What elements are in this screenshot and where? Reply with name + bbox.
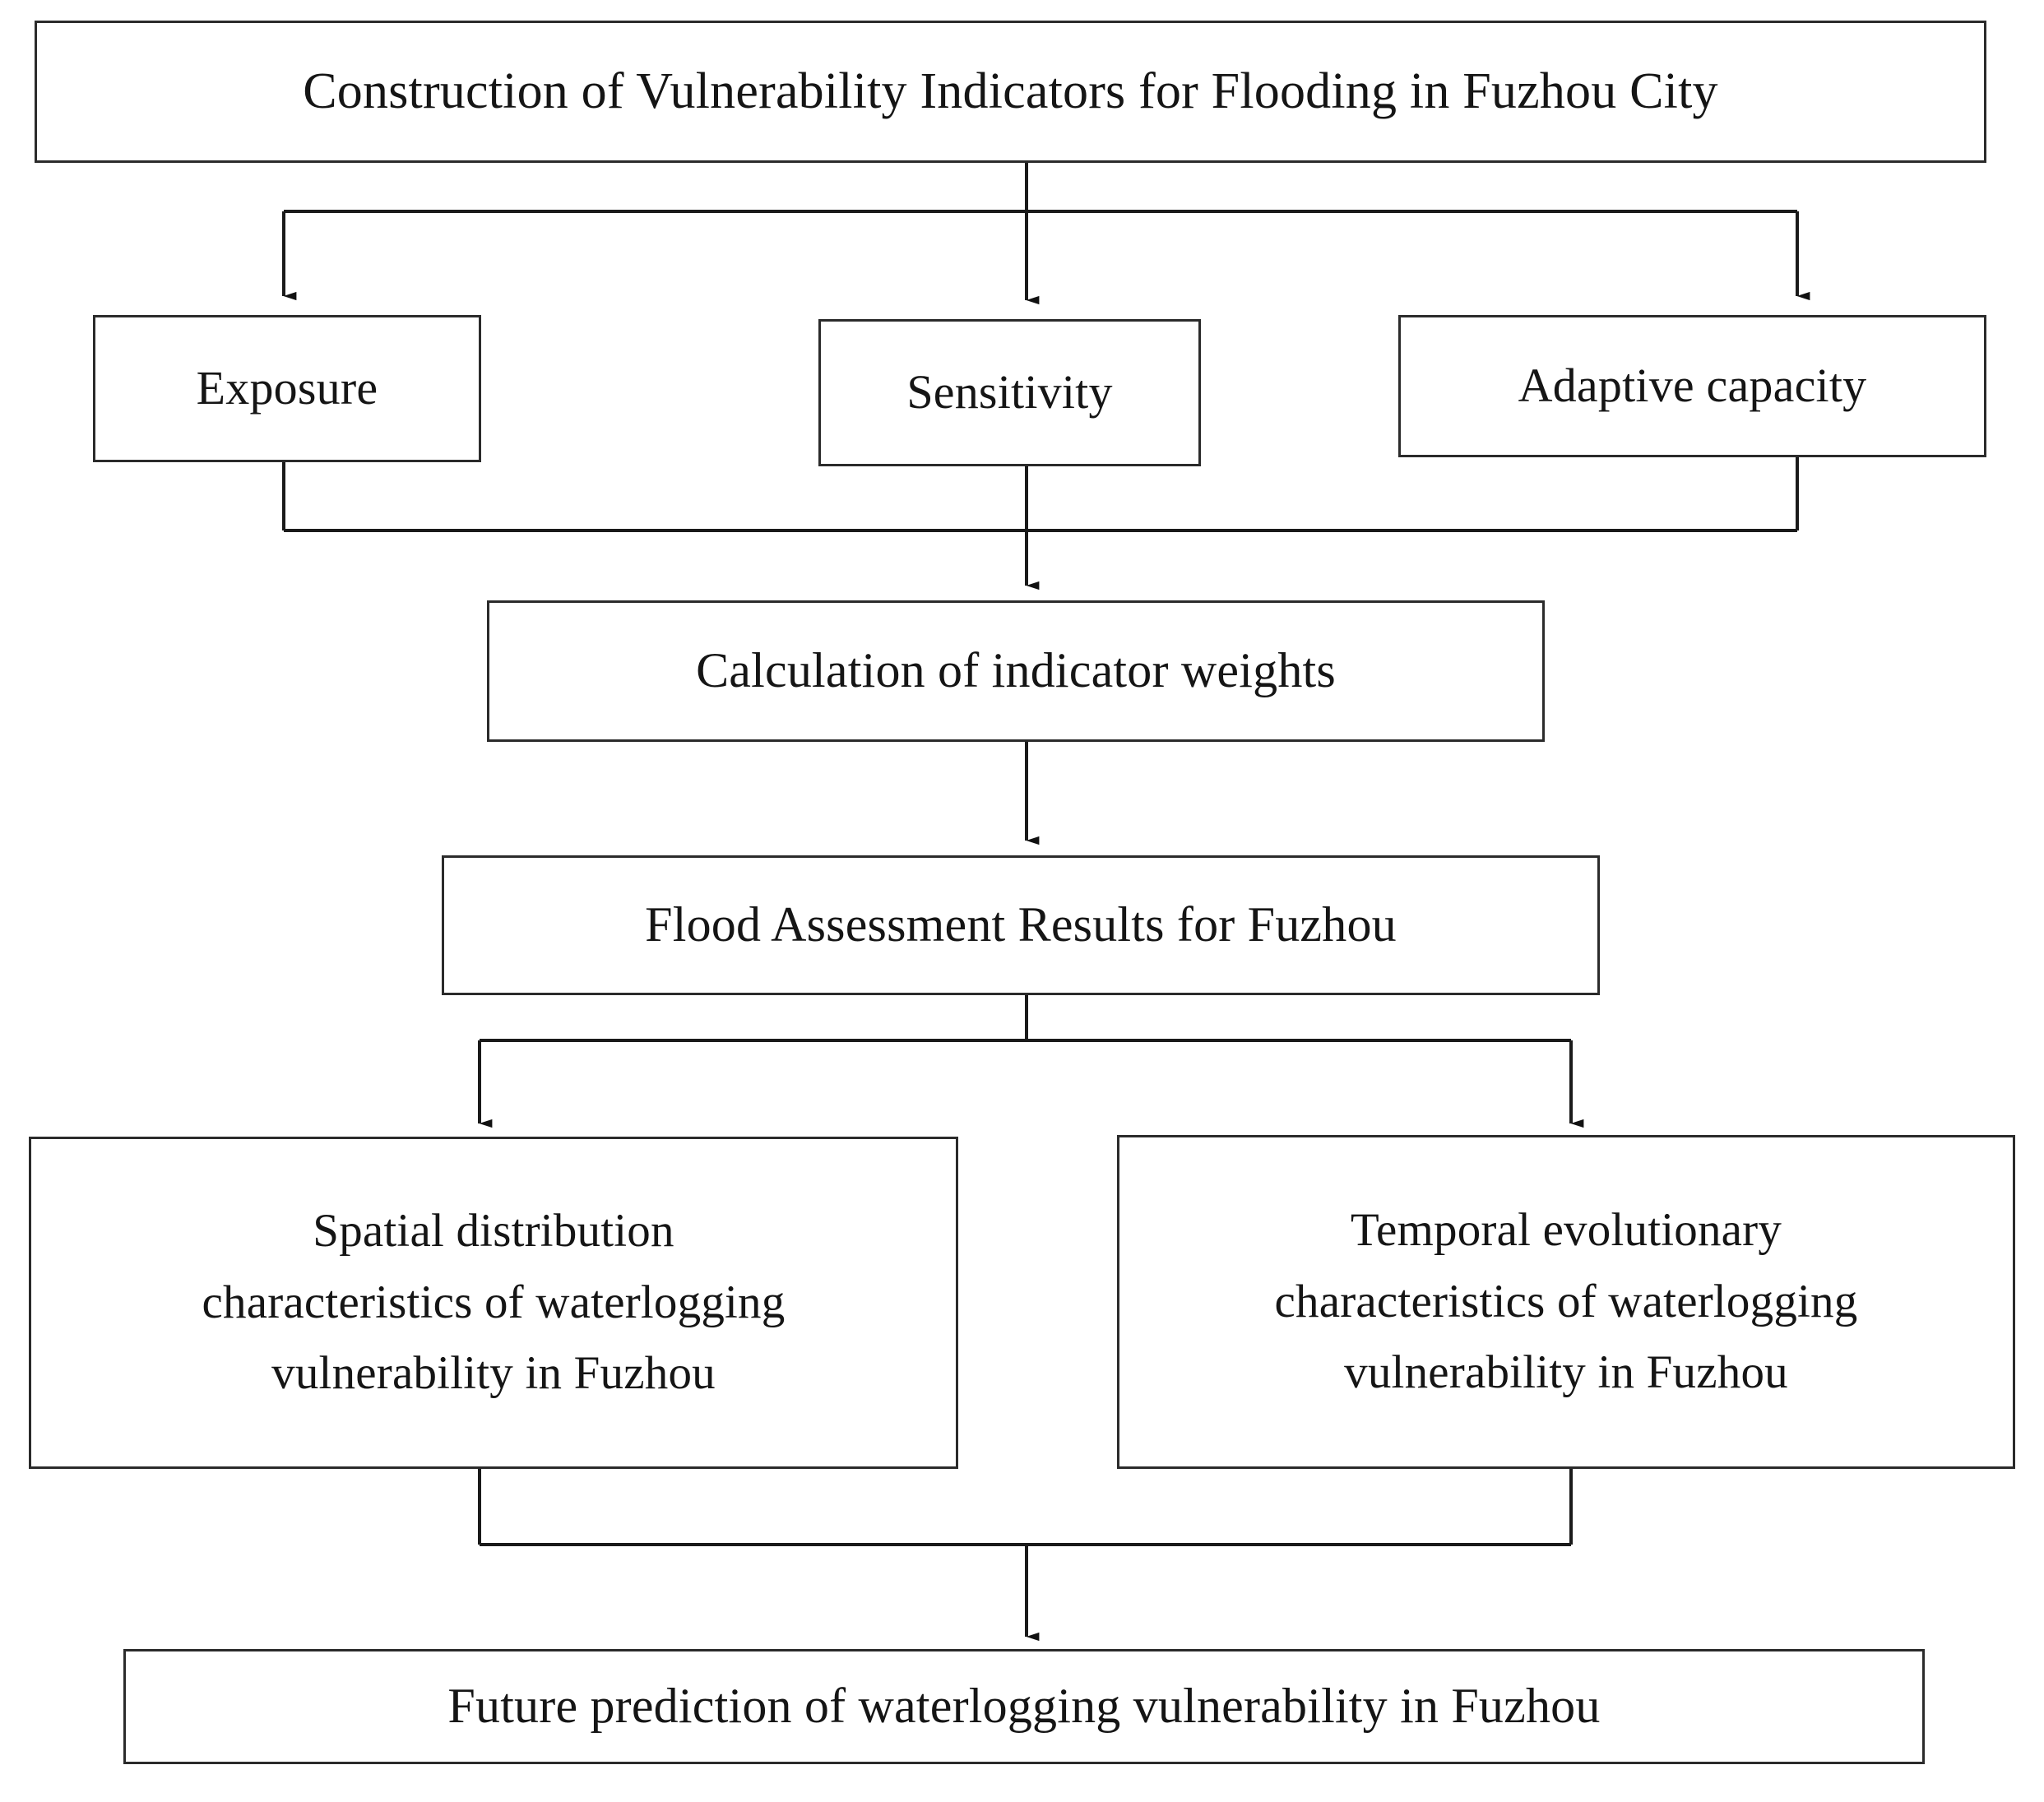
node-exposure-label: Exposure [196, 361, 378, 415]
node-temporal-evolution-line-3: vulnerability in Fuzhou [1344, 1346, 1788, 1399]
node-temporal-evolution-label: Temporal evolutionary characteristics of… [1131, 1195, 2001, 1409]
node-flood-assessment[interactable]: Flood Assessment Results for Fuzhou [442, 855, 1600, 995]
node-sensitivity-label: Sensitivity [906, 365, 1113, 419]
node-indicator-weights[interactable]: Calculation of indicator weights [487, 600, 1545, 742]
node-temporal-evolution[interactable]: Temporal evolutionary characteristics of… [1117, 1135, 2015, 1469]
node-future-prediction-label: Future prediction of waterlogging vulner… [447, 1679, 1601, 1734]
node-future-prediction[interactable]: Future prediction of waterlogging vulner… [123, 1649, 1925, 1764]
node-temporal-evolution-line-1: Temporal evolutionary [1350, 1204, 1782, 1257]
node-spatial-distribution[interactable]: Spatial distribution characteristics of … [29, 1137, 958, 1469]
node-spatial-distribution-line-1: Spatial distribution [313, 1205, 674, 1258]
node-flood-assessment-label: Flood Assessment Results for Fuzhou [645, 897, 1397, 952]
node-root[interactable]: Construction of Vulnerability Indicators… [35, 21, 1986, 163]
node-temporal-evolution-line-2: characteristics of waterlogging [1274, 1275, 1858, 1327]
node-indicator-weights-label: Calculation of indicator weights [696, 643, 1336, 698]
node-spatial-distribution-label: Spatial distribution characteristics of … [43, 1196, 944, 1410]
node-root-label: Construction of Vulnerability Indicators… [303, 63, 1718, 120]
node-spatial-distribution-line-3: vulnerability in Fuzhou [271, 1347, 716, 1400]
node-sensitivity[interactable]: Sensitivity [818, 319, 1201, 466]
node-spatial-distribution-line-2: characteristics of waterlogging [202, 1276, 786, 1328]
node-exposure[interactable]: Exposure [93, 315, 481, 462]
node-adaptive-capacity[interactable]: Adaptive capacity [1398, 315, 1986, 457]
node-adaptive-capacity-label: Adaptive capacity [1518, 359, 1867, 413]
